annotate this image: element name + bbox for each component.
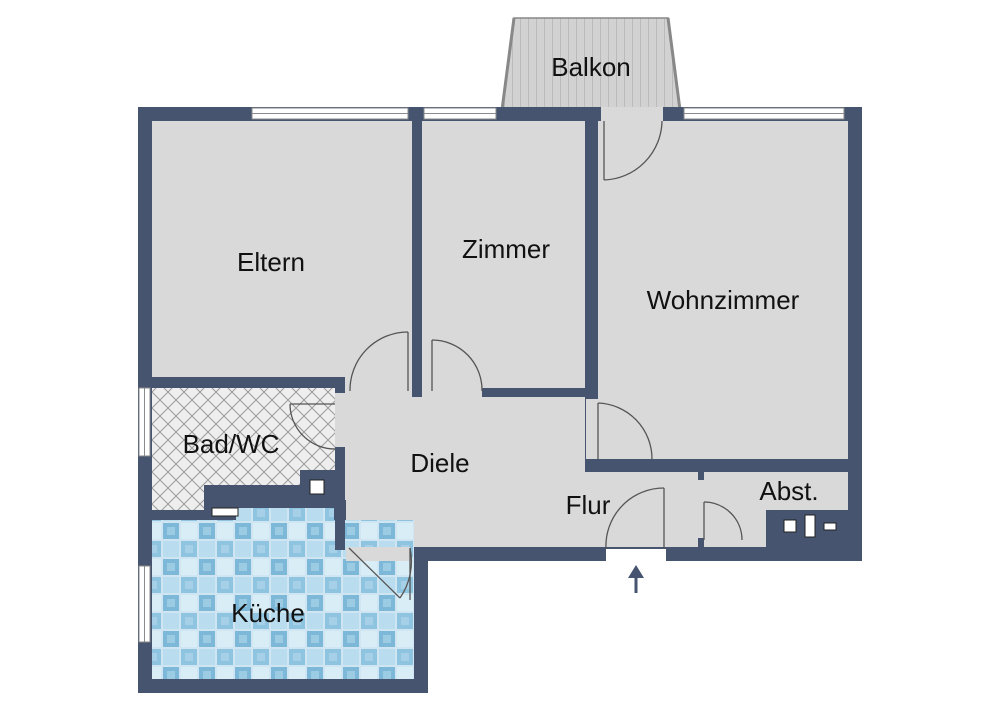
- room-labels: Balkon Eltern Zimmer Wohnzimmer Bad/WC D…: [183, 52, 819, 628]
- floor-bad-lower: [152, 485, 204, 510]
- door-entrance: [605, 487, 665, 550]
- floor-diele: [345, 397, 698, 547]
- door-zimmer: [431, 339, 483, 392]
- label-wohnzimmer: Wohnzimmer: [647, 285, 800, 315]
- windows: [138, 107, 845, 643]
- shaft-box: [309, 479, 325, 495]
- floor-abst: [704, 472, 848, 510]
- door-openings: [335, 107, 704, 561]
- floor-kueche: [152, 520, 414, 679]
- floor-eltern: [152, 121, 412, 377]
- floor-abst-lower: [704, 510, 766, 547]
- label-abst: Abst.: [759, 476, 818, 506]
- label-kueche: Küche: [231, 598, 305, 628]
- label-zimmer: Zimmer: [462, 234, 550, 264]
- floor-wohnzimmer: [598, 121, 848, 466]
- doors: [289, 120, 743, 600]
- entrance-arrow-icon: [628, 565, 644, 593]
- label-diele: Diele: [410, 448, 469, 478]
- door-wohnzimmer: [597, 402, 653, 460]
- door-balkon: [603, 120, 663, 181]
- label-eltern: Eltern: [237, 247, 305, 277]
- label-bad: Bad/WC: [183, 429, 280, 459]
- room-floors: [152, 121, 848, 679]
- fixtures: [211, 479, 837, 538]
- door-eltern: [349, 331, 409, 392]
- vent-box: [211, 507, 239, 517]
- door-bad: [289, 403, 336, 450]
- door-abst: [703, 501, 743, 541]
- meter-box-2: [804, 514, 816, 538]
- meter-box-3: [823, 522, 837, 531]
- door-kueche: [348, 547, 413, 600]
- floor-kueche-top: [236, 508, 334, 522]
- meter-box-1: [783, 519, 797, 533]
- label-balkon: Balkon: [551, 52, 631, 82]
- label-flur: Flur: [566, 490, 611, 520]
